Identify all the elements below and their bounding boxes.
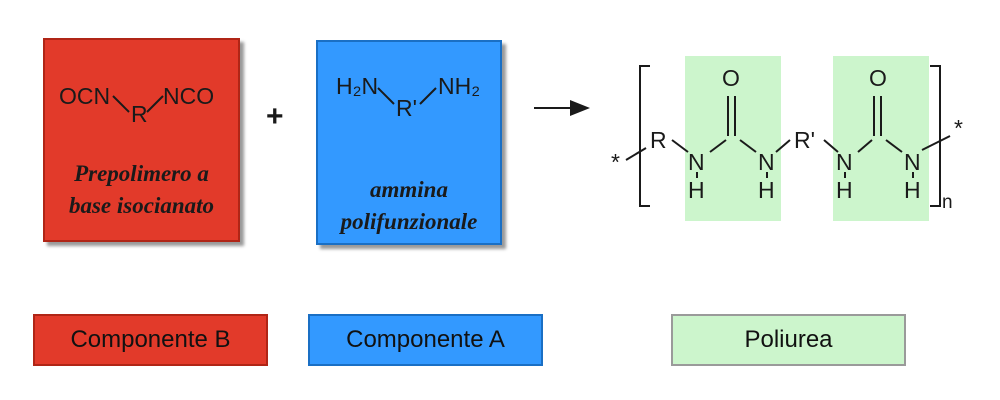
- bond-right: [419, 87, 437, 105]
- nh2-group: NH₂: [438, 73, 480, 99]
- h2n-group: H₂N: [336, 73, 378, 99]
- reaction-scheme: * R N H O N H R' N H O N H * n: [534, 56, 963, 221]
- end-star-right: *: [954, 115, 963, 141]
- caption-line1: Prepolimero a: [74, 161, 209, 186]
- ocn-group: OCN: [59, 83, 110, 109]
- end-star-left: *: [611, 149, 620, 175]
- component-a-label: Componente A: [308, 314, 543, 366]
- h-atom-4: H: [904, 177, 921, 203]
- urea-highlight-1: [685, 56, 781, 221]
- r-group: R: [131, 101, 148, 127]
- caption-line2: polifunzionale: [340, 209, 478, 234]
- nco-group: NCO: [163, 83, 214, 109]
- bond-right: [146, 95, 164, 113]
- caption-line1: ammina: [370, 177, 448, 202]
- plus-sign: +: [266, 100, 284, 133]
- component-b-label: Componente B: [33, 314, 268, 366]
- r-prime-group: R': [396, 95, 417, 121]
- bond-left: [377, 87, 395, 105]
- bond-left: [112, 95, 130, 113]
- n-atom-3: N: [836, 149, 853, 175]
- bracket-right: [930, 65, 941, 207]
- urea-highlight-2: [833, 56, 929, 221]
- h-atom-1: H: [688, 177, 705, 203]
- caption-line2: base isocianato: [68, 193, 215, 218]
- chain-bonds: [625, 135, 951, 178]
- isocyanate-prepolymer-box: OCN R NCO Prepolimero a base isocianato: [43, 38, 240, 242]
- polyurea-label: Poliurea: [671, 314, 906, 366]
- h-atom-3: H: [836, 177, 853, 203]
- r-group: R: [650, 127, 667, 153]
- isocyanate-formula: OCN R NCO: [59, 83, 214, 127]
- o-atom-2: O: [869, 65, 887, 91]
- carbonyl-bonds: [727, 96, 882, 136]
- o-atom-1: O: [722, 65, 740, 91]
- amine-box: H₂N R' NH₂ ammina polifunzionale: [316, 40, 502, 245]
- repeat-subscript-n: n: [942, 192, 953, 213]
- amine-formula: H₂N R' NH₂: [336, 73, 480, 121]
- n-atom-2: N: [758, 149, 775, 175]
- n-atom-1: N: [688, 149, 705, 175]
- n-atom-4: N: [904, 149, 921, 175]
- h-atom-2: H: [758, 177, 775, 203]
- r-prime-group: R': [794, 127, 815, 153]
- bracket-left: [639, 65, 650, 207]
